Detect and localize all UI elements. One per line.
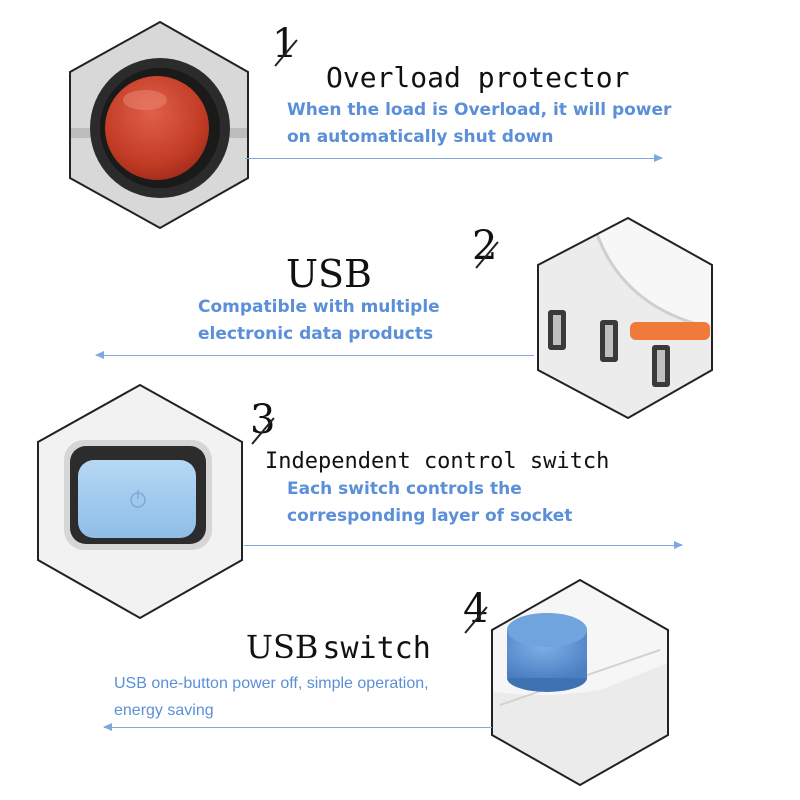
section-2-desc-line-2: electronic data products — [198, 324, 434, 344]
section-1-desc-line-2: on automatically shut down — [287, 127, 554, 147]
section-4-arrow — [103, 723, 492, 731]
section-2-desc-line-1: Compatible with multiple — [198, 297, 440, 317]
section-3-desc-line-2: corresponding layer of socket — [287, 506, 573, 526]
section-4-title-usb: USB — [246, 628, 319, 666]
section-4-title-switch: switch — [322, 631, 431, 666]
section-3-desc-line-1: Each switch controls the — [287, 479, 522, 499]
section-4-description: USB one-button power off, simple operati… — [114, 670, 484, 724]
section-1-desc-line-1: When the load is Overload, it will power — [287, 100, 672, 120]
section-1-arrow — [245, 154, 663, 162]
section-4-desc-line-2: energy saving — [114, 702, 214, 719]
section-3-arrow — [244, 541, 683, 549]
section-2-title: USB — [286, 252, 372, 296]
section-3-description: Each switch controls the corresponding l… — [287, 476, 617, 530]
section-3-title: Independent control switch — [265, 449, 610, 474]
section-2-arrow — [95, 351, 534, 359]
section-1-title: Overload protector — [326, 61, 630, 94]
section-4-desc-line-1: USB one-button power off, simple operati… — [114, 675, 429, 692]
section-1-description: When the load is Overload, it will power… — [287, 97, 707, 151]
section-2-description: Compatible with multiple electronic data… — [198, 294, 528, 348]
